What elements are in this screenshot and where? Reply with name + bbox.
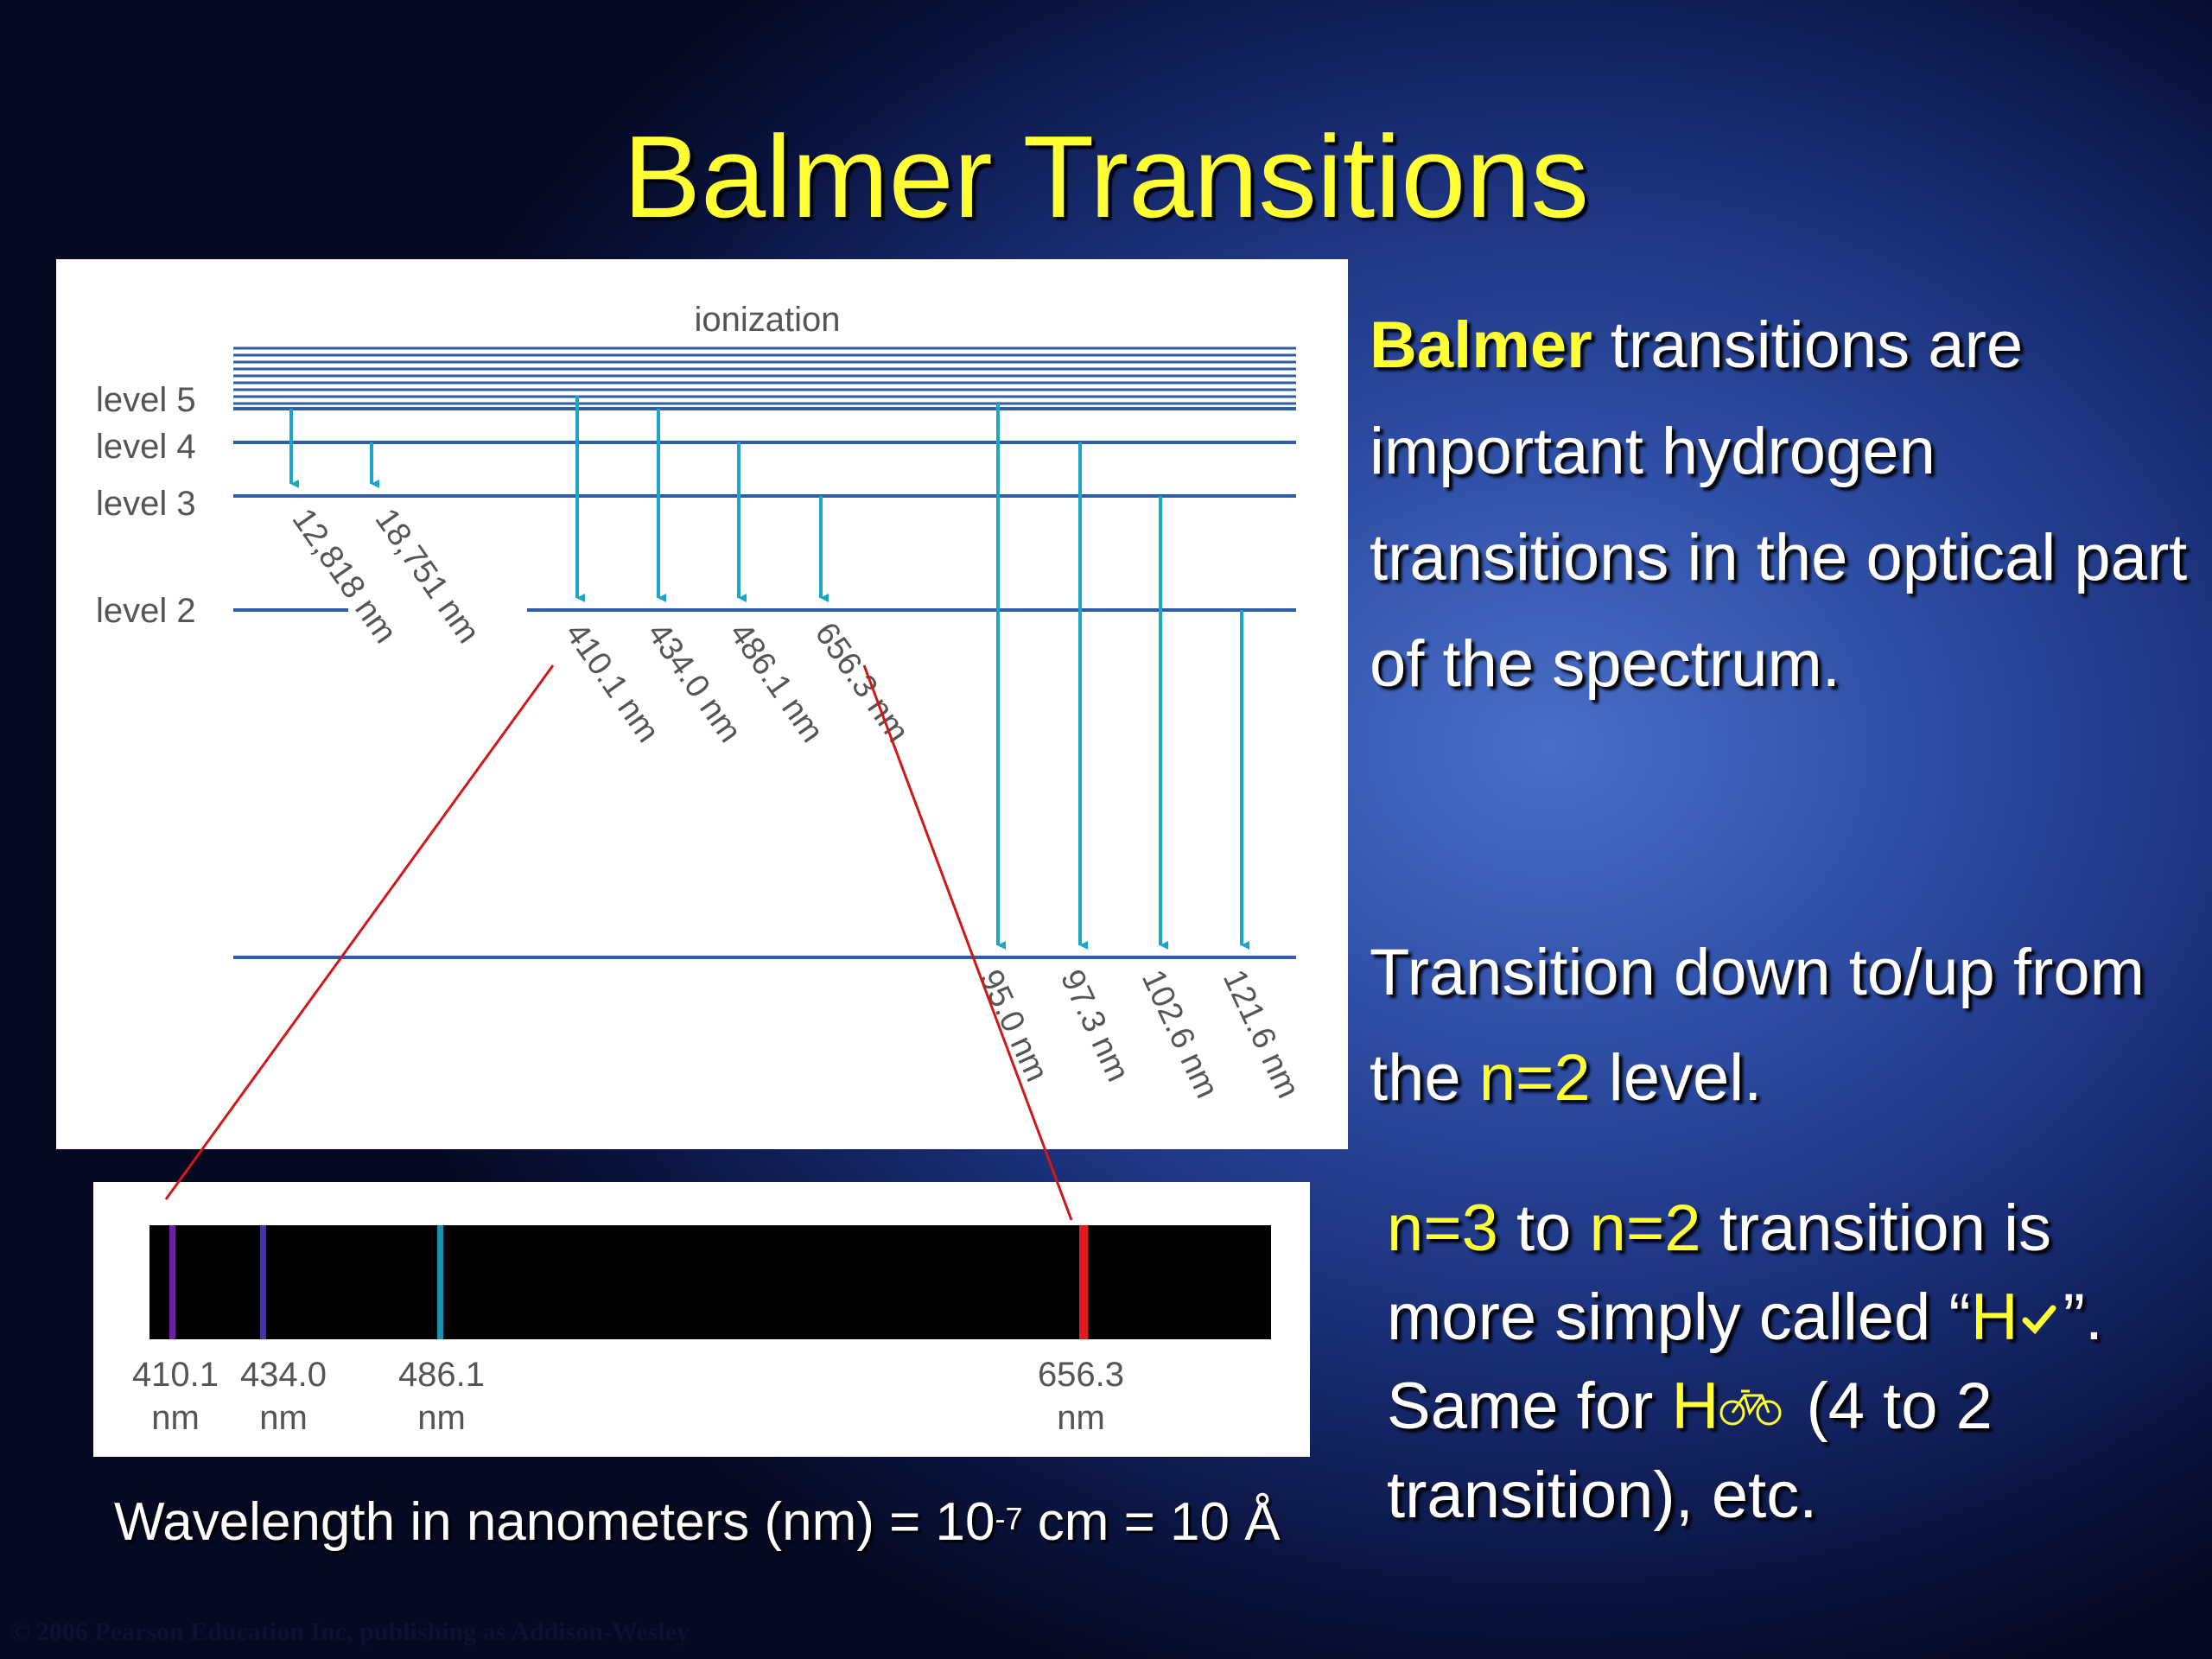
n2-transition-note: Transition down to/up from the n=2 level…	[1370, 936, 2145, 1115]
connector-4101	[164, 664, 555, 1200]
spectrum-label-4340: 434.0	[240, 1356, 327, 1394]
spectrum-line-4340	[260, 1225, 266, 1339]
spectrum-unit-4101: nm	[151, 1399, 200, 1437]
spectrum-svg: 410.1 nm 434.0 nm 486.1 nm 656.3 nm	[132, 1225, 1271, 1437]
balmer-keyword: Balmer	[1370, 308, 1592, 382]
level-3-label: level 3	[96, 485, 196, 523]
energy-level-diagram: ionization level 5 level 4 level 3 level…	[56, 259, 1348, 1149]
ionization-label: ionization	[694, 301, 840, 339]
copyright-notice: © 2006 Pearson Education Inc, publishing…	[10, 1618, 690, 1646]
connector-6563	[862, 664, 1073, 1221]
spectrum-label-6563: 656.3	[1038, 1356, 1124, 1394]
spectrum-label-4101: 410.1	[132, 1356, 219, 1394]
level-5-label: level 5	[96, 381, 196, 419]
spectrum-unit-6563: nm	[1057, 1399, 1105, 1437]
wavelength-caption: Wavelength in nanometers (nm) = 10-7 cm …	[114, 1492, 1281, 1552]
level-4-label: level 4	[96, 428, 196, 466]
spectrum-unit-4340: nm	[259, 1399, 308, 1437]
spectrum-unit-4861: nm	[417, 1399, 466, 1437]
checkmark-icon	[2018, 1273, 2063, 1362]
spectrum-label-4861: 486.1	[398, 1356, 485, 1394]
hydrogen-spectrum-panel: 410.1 nm 434.0 nm 486.1 nm 656.3 nm	[93, 1182, 1310, 1457]
energy-level-svg: ionization level 5 level 4 level 3 level…	[96, 301, 1306, 1103]
h-alpha-note: n=3 to n=2 transition is more simply cal…	[1387, 1192, 2104, 1532]
ionization-continuum	[233, 346, 1296, 405]
spectrum-line-4861	[437, 1225, 443, 1339]
slide-title: Balmer Transitions	[623, 111, 1589, 242]
bicycle-icon	[1719, 1362, 1788, 1451]
spectrum-line-4101	[169, 1225, 175, 1339]
spectrum-line-6563	[1079, 1225, 1088, 1339]
level-2-label: level 2	[96, 592, 196, 630]
balmer-description: Balmer transitions are important hydroge…	[1370, 308, 2188, 701]
